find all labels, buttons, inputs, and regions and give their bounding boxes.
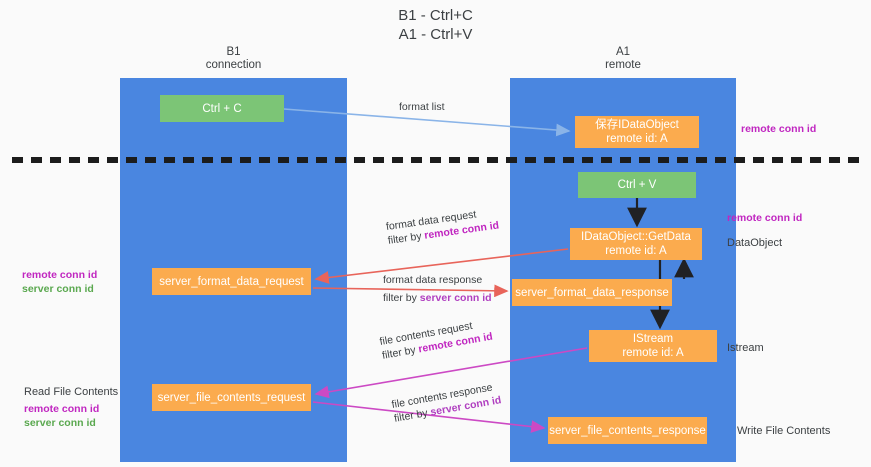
- node-idataobject-getdata[interactable]: IDataObject::GetData remote id: A: [570, 228, 702, 260]
- annotation-left-server-conn-id: server conn id: [22, 283, 94, 295]
- annotation-remote-conn-id-top: remote conn id: [741, 123, 817, 135]
- annotation-write-file-contents: Write File Contents: [737, 425, 831, 437]
- node-istream[interactable]: IStream remote id: A: [589, 330, 717, 362]
- edge-label-file-contents-request: file contents request filter by remote c…: [379, 316, 494, 363]
- annotation-left-remote-conn-id-2: remote conn id: [24, 403, 100, 415]
- annotation-dataobject: DataObject: [727, 237, 783, 249]
- section-divider: [12, 157, 867, 163]
- node-ctrl-v[interactable]: Ctrl + V: [578, 172, 696, 198]
- annotation-left-server-conn-id-2: server conn id: [24, 417, 96, 429]
- edge-label-format-data-response-line1: format data response: [383, 274, 483, 286]
- annotation-istream: Istream: [727, 342, 764, 354]
- lane-header-b1: B1 connection: [205, 46, 262, 71]
- diagram-title: B1 - Ctrl+C A1 - Ctrl+V: [398, 7, 473, 43]
- edge-label-format-data-response: format data response filter by server co…: [383, 273, 492, 305]
- annotation-remote-conn-id-mid: remote conn id: [727, 212, 803, 224]
- lane-header-a1: A1 remote: [605, 46, 641, 71]
- node-ctrl-c[interactable]: Ctrl + C: [160, 95, 284, 122]
- filter-key-server-conn-id: server conn id: [419, 292, 492, 304]
- node-server-format-data-response[interactable]: server_format_data_response: [512, 279, 672, 306]
- node-server-format-data-request[interactable]: server_format_data_request: [152, 268, 311, 295]
- edge-label-format-list: format list: [399, 100, 445, 114]
- edge-label-format-data-request: format data request filter by remote con…: [385, 205, 500, 248]
- annotation-left-remote-conn-id: remote conn id: [22, 269, 98, 281]
- edge-label-file-contents-response: file contents response filter by server …: [391, 379, 503, 425]
- edge-label-format-data-response-line2: filter by server conn id: [383, 292, 492, 304]
- node-server-file-contents-response[interactable]: server_file_contents_response: [548, 417, 707, 444]
- node-save-idataobject[interactable]: 保存IDataObject remote id: A: [575, 116, 699, 148]
- node-server-file-contents-request[interactable]: server_file_contents_request: [152, 384, 311, 411]
- annotation-read-file-contents: Read File Contents: [24, 386, 119, 398]
- edge-label-format-list-text: format list: [399, 101, 445, 113]
